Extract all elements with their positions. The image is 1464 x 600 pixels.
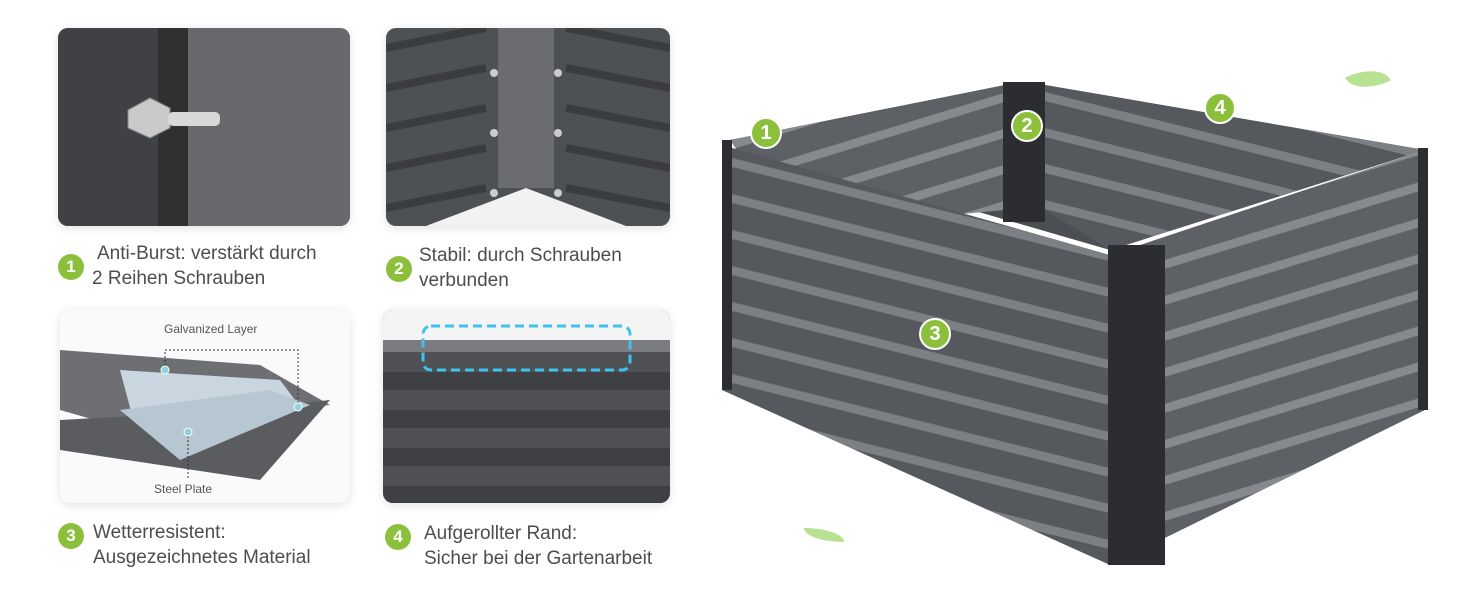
- bolt-closeup-image: [58, 28, 350, 226]
- feature-2-line2: verbunden: [419, 270, 509, 291]
- feature-3-line1: Wetterresistent:: [93, 522, 226, 543]
- badge-3: 3: [58, 523, 84, 549]
- badge-1: 1: [58, 254, 84, 280]
- feature-3-caption: Wetterresistent: Ausgezeichnetes Material: [93, 520, 311, 570]
- rolled-edge-image: [383, 310, 670, 503]
- feature-4-line1: Aufgerollter Rand:: [424, 523, 578, 544]
- product-badge-3: 3: [919, 318, 951, 350]
- badge-4: 4: [385, 524, 411, 550]
- feature-1-caption: Anti-Burst: verstärkt durch 2 Reihen Schr…: [92, 241, 317, 291]
- feature-2-line1: Stabil: durch Schrauben: [419, 245, 622, 266]
- feature-3-line2: Ausgezeichnetes Material: [93, 547, 311, 568]
- feature-1-line1: Anti-Burst: verstärkt durch: [97, 243, 317, 264]
- feature-4-line2: Sicher bei der Gartenarbeit: [424, 548, 653, 569]
- corner-screws-image: [386, 28, 670, 226]
- feature-1-line2: 2 Reihen Schrauben: [92, 268, 266, 289]
- raised-garden-bed-image: [722, 82, 1428, 565]
- product-badge-4: 4: [1204, 92, 1236, 124]
- product-badge-2: 2: [1011, 110, 1043, 142]
- product-badge-1: 1: [750, 117, 782, 149]
- badge-2: 2: [386, 256, 412, 282]
- steel-plate-label: Steel Plate: [154, 482, 213, 496]
- feature-2-caption: Stabil: durch Schrauben verbunden: [419, 243, 622, 293]
- material-layers-diagram: Galvanized Layer Steel Plate: [60, 310, 350, 503]
- feature-4-caption: Aufgerollter Rand: Sicher bei der Gartena…: [424, 521, 652, 571]
- galvanized-layer-label: Galvanized Layer: [164, 322, 258, 336]
